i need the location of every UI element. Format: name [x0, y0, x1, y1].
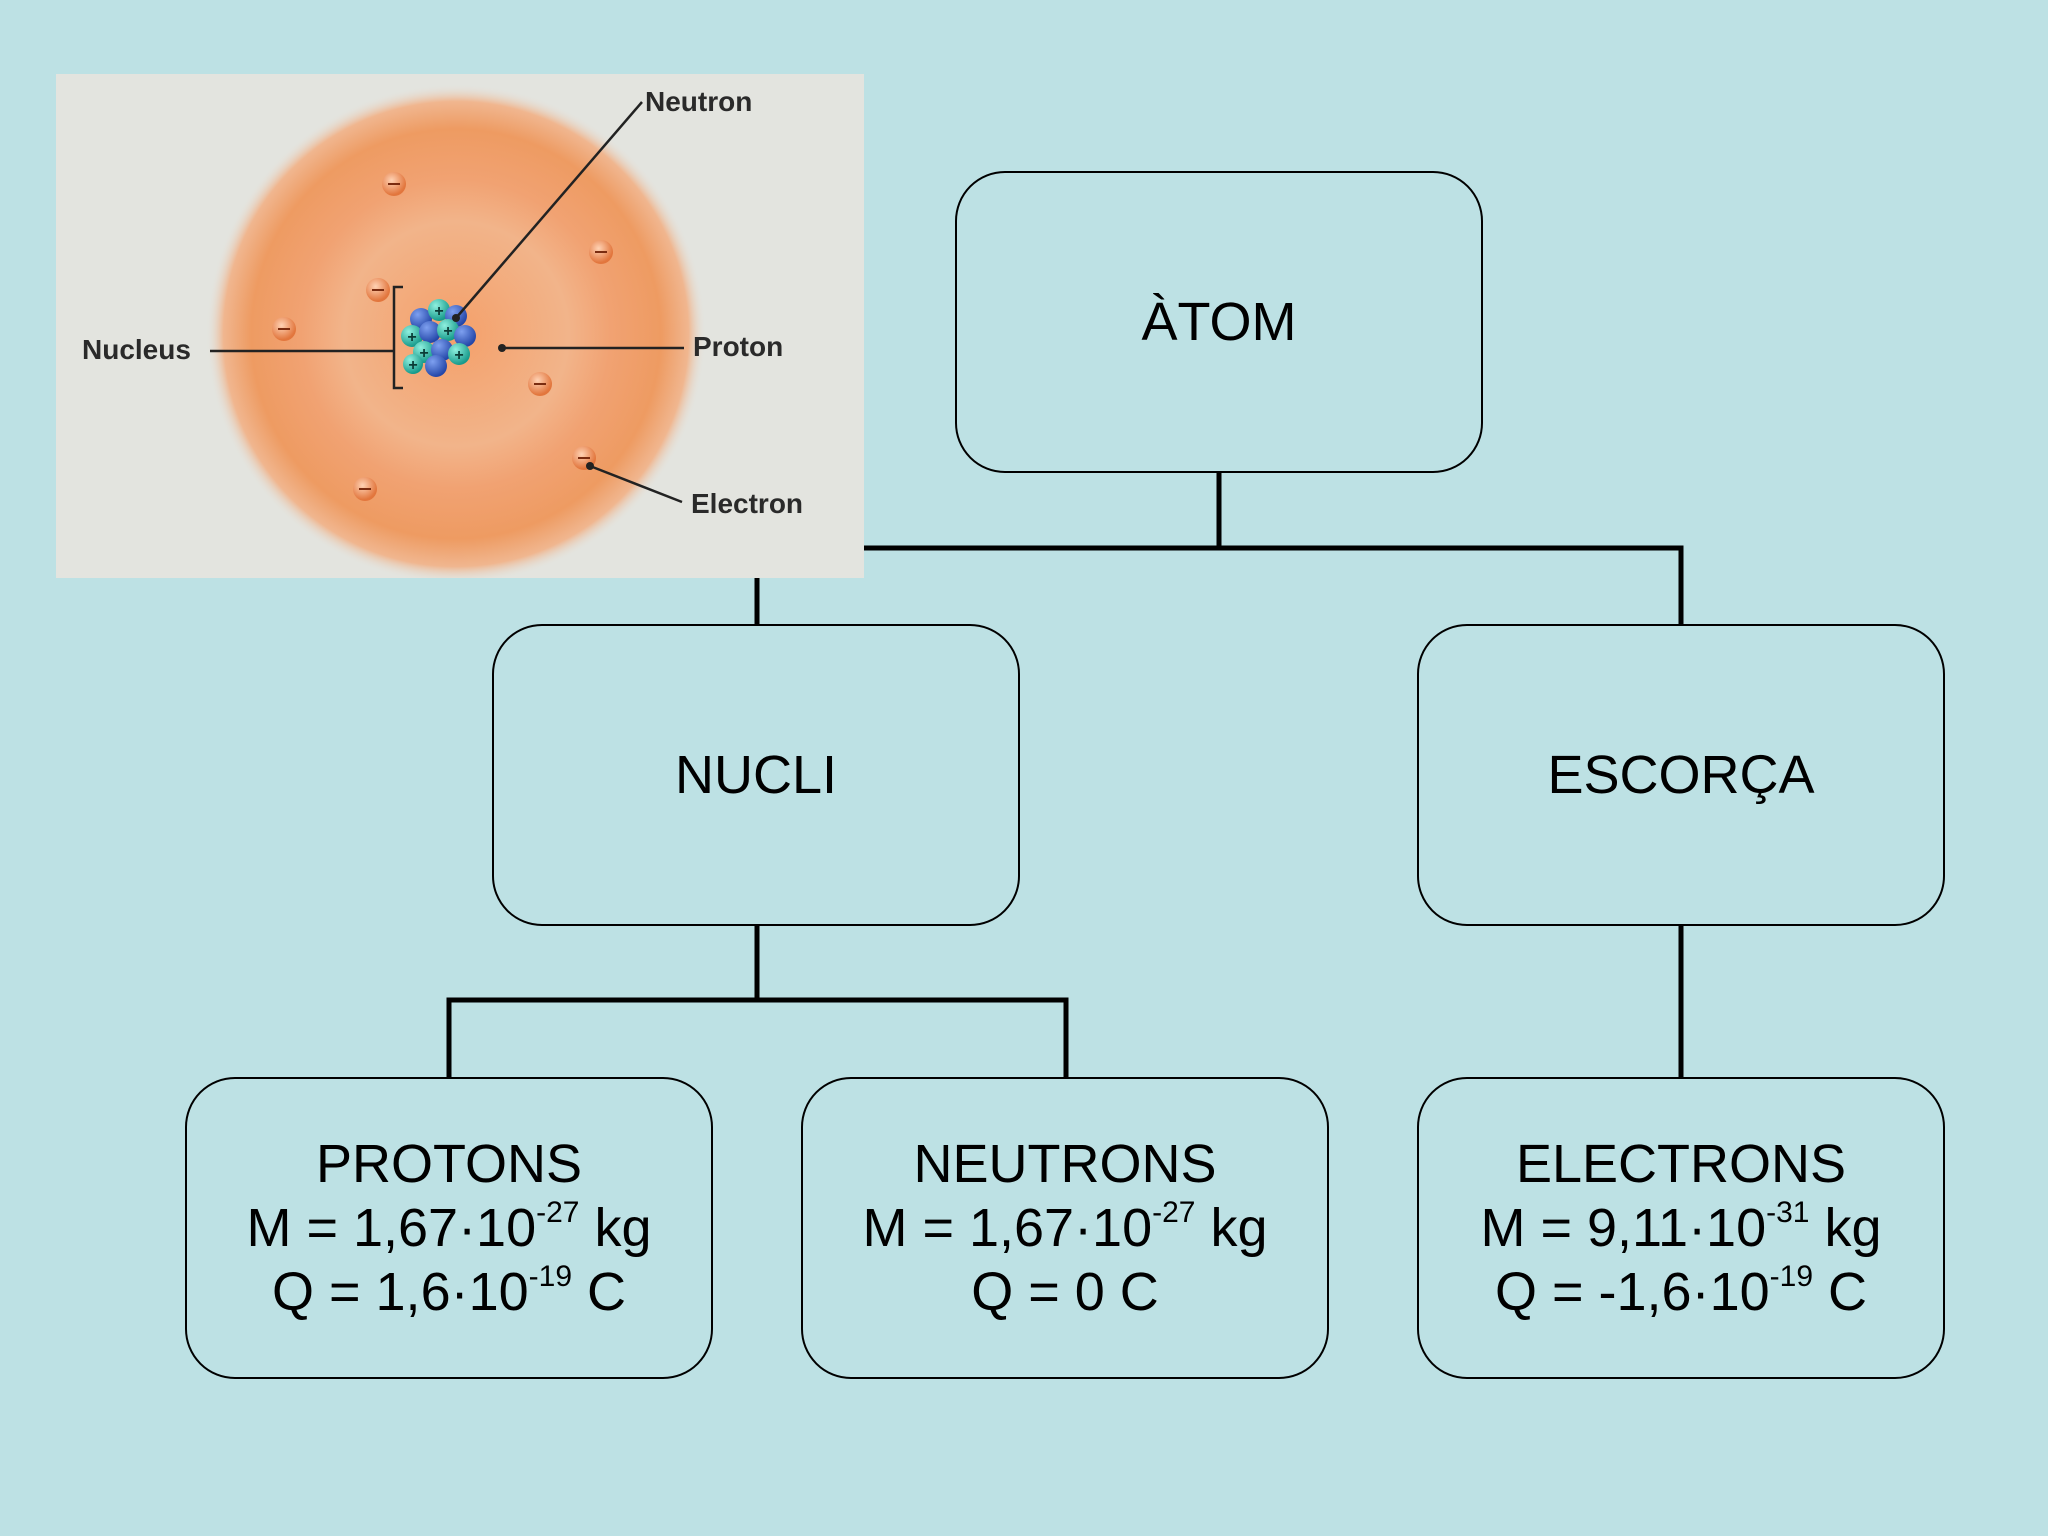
- neutrons-mass: M = 1,67·10-27 kg: [862, 1196, 1268, 1259]
- neutron-leader: [455, 101, 643, 319]
- electrons-charge-exponent: -19: [1769, 1260, 1813, 1293]
- electrons-mass: M = 9,11·10-31 kg: [1480, 1196, 1882, 1259]
- proton-particle: [428, 299, 450, 321]
- node-escorca-title: ESCORÇA: [1547, 745, 1815, 805]
- neutrons-title: NEUTRONS: [913, 1134, 1217, 1194]
- electron-particle: [528, 372, 552, 396]
- electrons-charge: Q = -1,6·10-19 C: [1495, 1260, 1867, 1323]
- electrons-title: ELECTRONS: [1515, 1134, 1847, 1194]
- node-electrons: ELECTRONS M = 9,11·10-31 kg Q = -1,6·10-…: [1417, 1077, 1945, 1379]
- protons-charge: Q = 1,6·10-19 C: [271, 1260, 627, 1323]
- neutron-dot: [452, 314, 460, 322]
- electron-dot: [586, 462, 594, 470]
- proton-sign: +: [407, 329, 416, 346]
- atom-drawing: + + + + + +: [206, 84, 706, 578]
- electron-particle: [366, 278, 390, 302]
- neutron-particle: [425, 355, 447, 377]
- proton-dot: [498, 344, 506, 352]
- node-atom-title: ÀTOM: [1141, 292, 1297, 352]
- electron-particle: [353, 477, 377, 501]
- neutron-label: Neutron: [645, 86, 753, 117]
- protons-mass-exponent: -27: [536, 1196, 580, 1229]
- proton-sign: +: [443, 323, 452, 340]
- neutrons-charge: Q = 0 C: [971, 1262, 1159, 1322]
- node-atom: ÀTOM: [955, 171, 1483, 473]
- proton-sign: +: [408, 357, 417, 374]
- node-neutrons: NEUTRONS M = 1,67·10-27 kg Q = 0 C: [801, 1077, 1329, 1379]
- electron-label: Electron: [691, 488, 804, 519]
- node-protons: PROTONS M = 1,67·10-27 kg Q = 1,6·10-19 …: [185, 1077, 713, 1379]
- electron-shell: [272, 172, 613, 501]
- proton-label: Proton: [693, 331, 784, 362]
- node-escorca: ESCORÇA: [1417, 624, 1945, 926]
- neutrons-mass-exponent: -27: [1152, 1196, 1196, 1229]
- electron-particle: [382, 172, 406, 196]
- proton-particle: [448, 343, 470, 365]
- nucleus-bracket: [392, 285, 403, 390]
- proton-sign: +: [454, 347, 463, 364]
- proton-sign: +: [419, 345, 428, 362]
- neutron-particle: [454, 325, 476, 347]
- nucleus-cluster: + + + + + +: [401, 299, 476, 377]
- electron-particle: [272, 317, 296, 341]
- node-nucli-title: NUCLI: [674, 745, 838, 805]
- proton-particle: [401, 325, 423, 347]
- nucleus-label: Nucleus: [82, 334, 191, 365]
- protons-mass: M = 1,67·10-27 kg: [246, 1196, 652, 1259]
- proton-sign: +: [434, 303, 443, 320]
- proton-particle: [403, 354, 423, 374]
- proton-particle: [437, 319, 459, 341]
- node-nucli: NUCLI: [492, 624, 1020, 926]
- electron-leader: [589, 464, 683, 504]
- neutron-particle: [419, 321, 441, 343]
- protons-charge-exponent: -19: [528, 1260, 573, 1293]
- electron-particle: [589, 240, 613, 264]
- electrons-mass-exponent: -31: [1766, 1196, 1810, 1229]
- protons-title: PROTONS: [315, 1134, 583, 1194]
- atom-illustration: + + + + + + Neutron Nucleus Proton Elect…: [56, 74, 864, 578]
